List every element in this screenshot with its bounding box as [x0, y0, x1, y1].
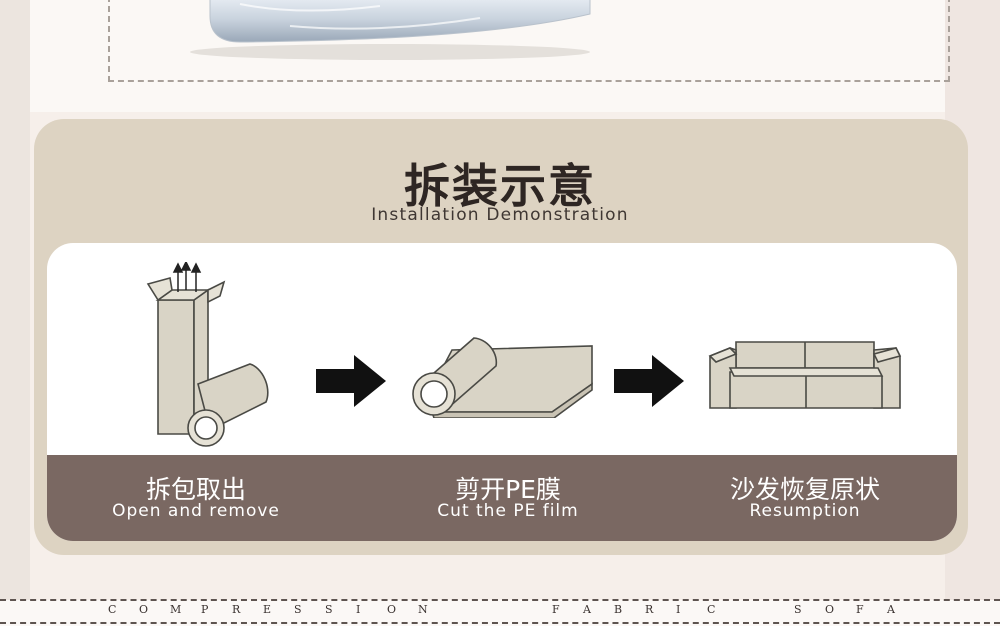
step-2-label: 剪开PE膜	[455, 475, 561, 504]
box-and-roll-icon	[146, 262, 269, 447]
step-3-sublabel: Resumption	[749, 501, 861, 521]
footer-dashed-line	[0, 622, 1000, 624]
step-2-sublabel: Cut the PE film	[437, 501, 579, 521]
left-margin	[0, 0, 30, 600]
steps-label-band	[47, 455, 957, 541]
sofa-icon	[708, 341, 902, 409]
compressed-roll-image	[190, 0, 591, 60]
step-1-sublabel: Open and remove	[112, 501, 280, 521]
footer-strip	[0, 600, 1000, 626]
step-1-label: 拆包取出	[145, 475, 246, 504]
section-subtitle: Installation Demonstration	[371, 205, 629, 225]
top-dashed-frame	[108, 0, 950, 82]
section-title: 拆装示意	[404, 159, 596, 213]
arrow-right-icon	[316, 355, 386, 407]
unrolling-mattress-icon	[412, 337, 593, 418]
top-product-panel	[30, 0, 950, 112]
footer-dashed-line	[0, 599, 1000, 601]
step-3-label: 沙发恢复原状	[729, 475, 880, 504]
arrow-right-icon	[614, 355, 684, 407]
